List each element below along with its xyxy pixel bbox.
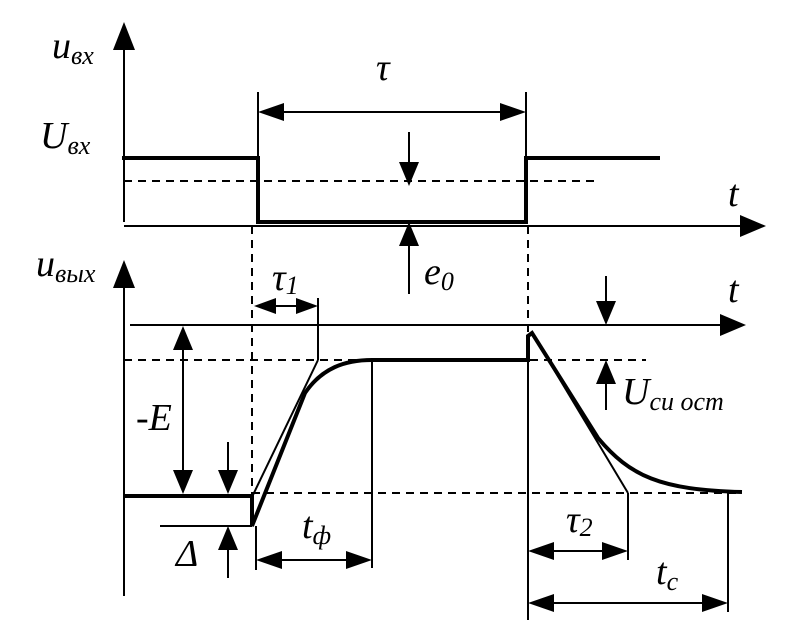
tc-left-arrowhead — [528, 594, 554, 612]
label-t-top: t — [728, 173, 740, 215]
tau1-left-arrowhead — [254, 298, 276, 314]
output-voltage-graph — [113, 260, 746, 620]
usi-down-arrowhead — [596, 301, 616, 325]
tc-right-arrowhead — [702, 594, 728, 612]
fall-tangent-line — [531, 332, 629, 494]
tau-right-arrowhead — [500, 103, 526, 121]
label-U-in: Uвх — [40, 115, 91, 160]
tau-left-arrowhead — [258, 103, 284, 121]
label-u-out: uвых — [36, 243, 96, 288]
usi-up-arrowhead — [596, 360, 616, 384]
tf-right-arrowhead — [346, 551, 372, 569]
delta-down-arrowhead — [218, 470, 238, 494]
tf-left-arrowhead — [256, 551, 282, 569]
label-delta: Δ — [174, 533, 198, 575]
e0-up-arrowhead — [399, 222, 419, 246]
input-waveform — [122, 156, 660, 224]
E-up-arrowhead — [173, 326, 193, 350]
label-t-f: tф — [302, 505, 331, 550]
label-tau1: τ1 — [272, 257, 299, 300]
label-minus-E: -E — [136, 397, 172, 439]
label-t-c: tc — [656, 551, 679, 596]
input-y-axis-arrowhead — [113, 22, 135, 50]
label-u-in: uвх — [52, 25, 94, 70]
E-down-arrowhead — [173, 470, 193, 494]
label-t-bottom: t — [728, 269, 740, 311]
rise-tangent-line — [251, 359, 319, 498]
input-voltage-graph — [113, 22, 766, 294]
label-e0: e0 — [424, 251, 454, 296]
output-y-axis-arrowhead — [113, 260, 135, 288]
label-tau2: τ2 — [566, 499, 593, 542]
label-U-si-ost: Uси ост — [622, 371, 724, 416]
delta-up-arrowhead — [218, 526, 238, 550]
output-waveform — [124, 330, 743, 527]
e0-down-arrowhead — [399, 162, 419, 186]
tau1-right-arrowhead — [296, 298, 318, 314]
tau2-left-arrowhead — [528, 542, 554, 560]
output-t-axis-arrowhead — [720, 314, 746, 336]
label-tau: τ — [376, 47, 391, 89]
tau2-right-arrowhead — [602, 542, 628, 560]
input-t-axis-arrowhead — [740, 215, 766, 237]
